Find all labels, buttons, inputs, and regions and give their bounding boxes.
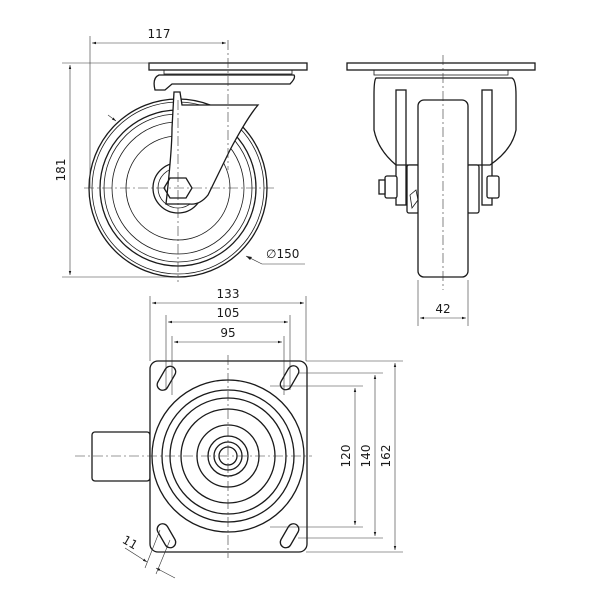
dim-140: 140 xyxy=(359,445,373,468)
dim-95: 95 xyxy=(220,326,235,340)
dim-105: 105 xyxy=(217,306,240,320)
plan-view: 133 105 95 120 140 162 11 xyxy=(75,287,403,579)
dim-120: 120 xyxy=(339,445,353,468)
dim-117: 117 xyxy=(148,27,171,41)
dim-162: 162 xyxy=(379,445,393,468)
side-view: 42 xyxy=(346,55,536,326)
front-view: 117 181 ∅150 xyxy=(54,27,308,282)
dim-11: 11 xyxy=(120,533,140,553)
dim-42: 42 xyxy=(435,302,450,316)
dim-181: 181 xyxy=(54,159,68,182)
dim-diameter-150: ∅150 xyxy=(266,247,299,261)
dim-133: 133 xyxy=(217,287,240,301)
